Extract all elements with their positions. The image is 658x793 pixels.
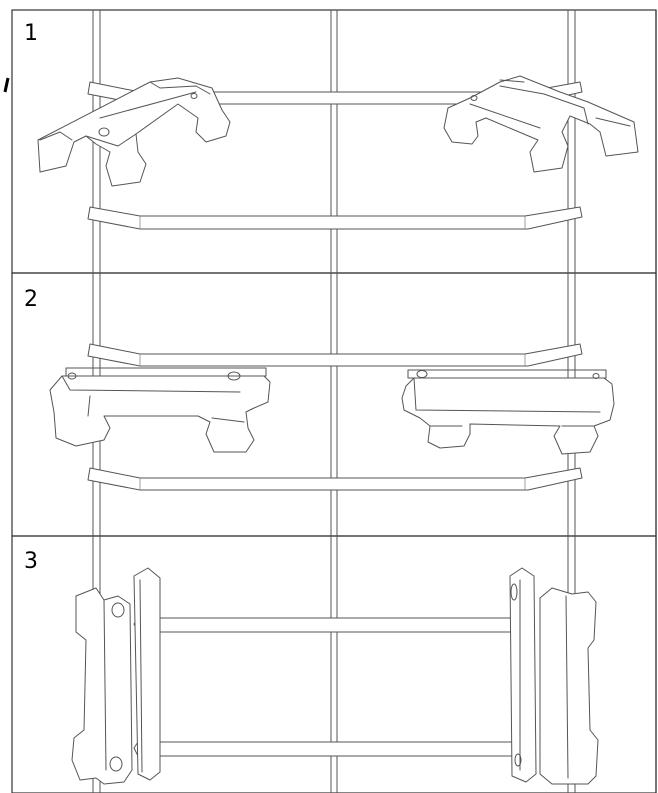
- panel-3: 3: [11, 535, 657, 793]
- panel-1: 1: [11, 9, 657, 274]
- crossbar-upper: [87, 343, 583, 367]
- bracket-left: [71, 567, 161, 785]
- panel-1-number: 1: [24, 21, 38, 46]
- rail-frame: [92, 9, 576, 274]
- panel-3-number: 3: [24, 549, 38, 574]
- panel-2-number: 2: [24, 287, 38, 312]
- crossbar-lower: [87, 467, 583, 491]
- margin-mark: [3, 77, 10, 93]
- crossbar-upper: [133, 617, 535, 633]
- crossbar-lower: [133, 741, 535, 757]
- bracket-left: [49, 367, 271, 453]
- bracket-left: [37, 77, 231, 187]
- crossbar-lower: [87, 206, 583, 230]
- bracket-right: [443, 75, 639, 173]
- panel-2: 2: [11, 272, 657, 537]
- bracket-right: [401, 369, 615, 455]
- bracket-right: [509, 567, 599, 785]
